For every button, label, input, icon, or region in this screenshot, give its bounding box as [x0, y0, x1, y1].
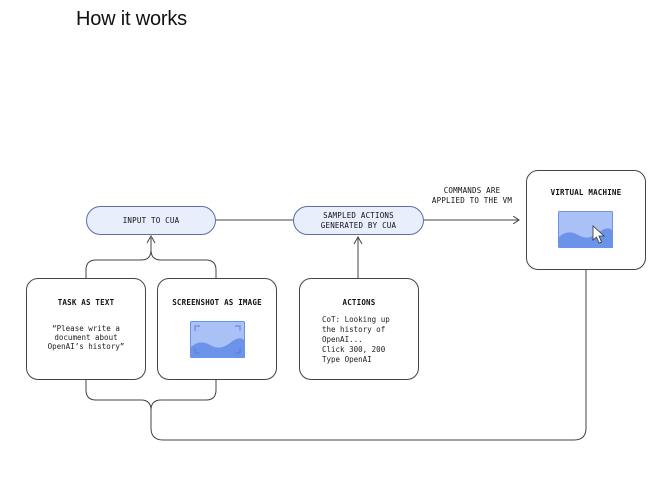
actions-title: ACTIONS — [342, 298, 376, 307]
arrow-into-input — [146, 234, 156, 244]
screenshot-as-image-node: SCREENSHOT AS IMAGE — [157, 278, 277, 380]
brace-inputs-to-input — [85, 238, 217, 278]
task-as-text-node: TASK AS TEXT “Please write a document ab… — [26, 278, 146, 380]
image-icon — [190, 321, 245, 358]
actions-node: ACTIONS CoT: Looking up the history of O… — [299, 278, 419, 380]
input-to-cua-node: INPUT TO CUA — [86, 206, 216, 235]
cursor-icon — [592, 225, 606, 244]
virtual-machine-title: VIRTUAL MACHINE — [550, 188, 622, 197]
sampled-actions-label: SAMPLED ACTIONS GENERATED BY CUA — [320, 210, 397, 230]
commands-applied-label: COMMANDS ARE APPLIED TO THE VM — [431, 186, 513, 205]
actions-list: CoT: Looking up the history of OpenAI...… — [322, 315, 390, 364]
screenshot-as-image-title: SCREENSHOT AS IMAGE — [172, 298, 262, 307]
brace-bottom-right — [150, 380, 217, 411]
input-to-cua-label: INPUT TO CUA — [122, 215, 180, 225]
page-title: How it works — [76, 8, 187, 30]
sampled-actions-node: SAMPLED ACTIONS GENERATED BY CUA — [293, 206, 424, 235]
task-as-text-title: TASK AS TEXT — [57, 298, 115, 307]
virtual-machine-node: VIRTUAL MACHINE — [526, 170, 646, 270]
feedback-loop — [85, 270, 587, 441]
arrow-into-sampled — [353, 235, 363, 245]
task-quote: “Please write a document about OpenAI’s … — [47, 324, 125, 351]
